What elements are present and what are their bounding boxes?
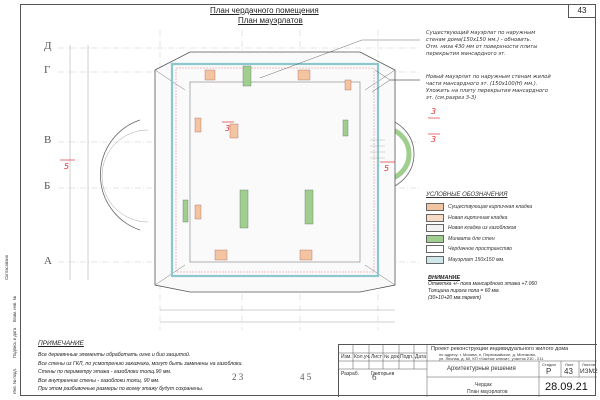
primechanie-block: ПРИМЕЧАНИЕ Все деревянные элементы обраб… xyxy=(38,340,408,394)
revision-value: ИЗМ2 xyxy=(580,368,598,375)
attention-line: Толщина пирога пола = 60 мм. xyxy=(428,288,500,294)
legend-item: Минвата для стен xyxy=(426,234,532,245)
legend: УСЛОВНЫЕ ОБОЗНАЧЕНИЯ Существующая кирпич… xyxy=(426,192,532,265)
legend-label: Существующая кирпичная кладка xyxy=(448,204,533,211)
legend-item: Чердачное пространство xyxy=(426,244,532,255)
legend-swatch xyxy=(426,224,444,233)
project-address: по адресу: г. Москва, п. Первомайское, д… xyxy=(439,352,537,357)
axis-bottom-45: 4 5 xyxy=(300,372,312,382)
legend-swatch xyxy=(426,234,444,243)
title-block: Изм. Кол.уч. Лист № док. Подп. Дата Разр… xyxy=(338,344,598,397)
attention-line: (30+10+20 мм.паркет) xyxy=(428,295,482,301)
axis-label-b: Б xyxy=(44,180,51,192)
attention-block: ВНИМАНИЕ Отметка +/- пола мансардного эт… xyxy=(428,275,537,302)
legend-label: Мауэрлат 150x150 мм. xyxy=(448,256,505,263)
strip-label: Согласовано xyxy=(4,254,9,280)
col-izm: Изм. xyxy=(341,354,352,360)
legend-swatch xyxy=(426,203,444,212)
axis-label-d: Д xyxy=(44,40,52,52)
attention-title: ВНИМАНИЕ xyxy=(428,275,461,281)
legend-item: Существующая кирпичная кладка xyxy=(426,202,532,213)
sheet-label: Лист xyxy=(565,362,574,367)
col-podp: Подп. xyxy=(400,354,414,360)
section-mark-center: 3 xyxy=(225,124,231,133)
plan-title: План чердачного помещения xyxy=(210,6,319,15)
axis-label-v: В xyxy=(44,134,52,146)
legend-swatch xyxy=(426,213,444,222)
date-value: 28.09.21 xyxy=(545,381,588,393)
stage-label: Стадия xyxy=(542,362,556,367)
stage-value: Р xyxy=(546,367,552,376)
section-mark-bottom-right: 3 xyxy=(431,135,437,144)
title-block-grid xyxy=(339,345,597,397)
section-mark-right: 5 xyxy=(384,164,390,173)
section-mark-left: 5 xyxy=(64,162,70,171)
legend-label: Минвата для стен xyxy=(448,235,495,242)
primechanie-line: Все внутренние стены - газоблоки толщ. 9… xyxy=(38,377,160,384)
primechanie-line: Стены по периметру этажа - газоблоки тол… xyxy=(38,369,172,375)
section-name: Архитектурные решения xyxy=(447,366,516,372)
project-name: Проект реконструкции индивидуального жил… xyxy=(431,346,569,352)
legend-item: Новая кирпичная кладка xyxy=(426,213,532,224)
legend-swatch xyxy=(426,255,444,264)
role-label: Разраб. xyxy=(341,371,360,377)
strip-label: Взам. инв. № xyxy=(12,296,17,322)
primechanie-title: ПРИМЕЧАНИЕ xyxy=(38,340,84,347)
legend-label: Новая кирпичная кладка xyxy=(448,214,508,221)
sheet-title-2: План мауэрлатов xyxy=(467,389,508,395)
legend-title: УСЛОВНЫЕ ОБОЗНАЧЕНИЯ xyxy=(426,192,508,198)
section-mark-top-right: 3 xyxy=(431,107,437,116)
primechanie-line: При этом разбивочные размеры по всему эт… xyxy=(38,386,204,392)
strip-label: Инв. № подл. xyxy=(12,367,17,394)
axis-label-g: Г xyxy=(44,64,51,76)
legend-item: Мауэрлат 150x150 мм. xyxy=(426,255,532,266)
legend-label: Новая кладка из газоблоков xyxy=(448,225,517,232)
primechanie-line: Все стены из ГКЛ, по усмотрению заказчик… xyxy=(38,360,243,367)
sheets-label: Листов xyxy=(582,362,595,367)
note-existing-mauerlat: Существующий мауэрлат по наружным стенам… xyxy=(426,30,538,57)
plan-subtitle: План мауэрлатов xyxy=(238,16,303,25)
sheet-value: 43 xyxy=(564,367,573,376)
sheet-number-box: 43 xyxy=(568,4,596,18)
note-new-mauerlat: Новый мауэрлат по наружным стенам жилой … xyxy=(426,74,551,101)
author-name: Григорьев xyxy=(371,371,395,377)
left-approval-strip: Согласовано Взам. инв. № Подпись и дата … xyxy=(0,190,21,396)
strip-label: Подпись и дата xyxy=(12,327,17,358)
axis-label-a: А xyxy=(44,255,52,267)
attention-line: Отметка +/- пола мансардного этажа +7.06… xyxy=(428,281,537,287)
axis-bottom-6: 6 xyxy=(372,372,377,382)
legend-item: Новая кладка из газоблоков xyxy=(426,223,532,234)
col-date: Дата xyxy=(415,354,427,360)
axis-bottom-23: 2 3 xyxy=(232,372,244,382)
legend-swatch xyxy=(426,245,444,254)
legend-label: Чердачное пространство xyxy=(448,246,512,253)
col-kol: Кол.уч. xyxy=(354,354,371,360)
primechanie-line: Все деревянные элементы обработать огне … xyxy=(38,352,191,358)
project-address-2: ул. Лесная, д. 60, КП «Частые ключи», уч… xyxy=(439,356,544,361)
col-doc: № док. xyxy=(384,354,401,360)
sheet-title-1: Чердак xyxy=(475,382,492,388)
col-list: Лист xyxy=(371,354,382,360)
